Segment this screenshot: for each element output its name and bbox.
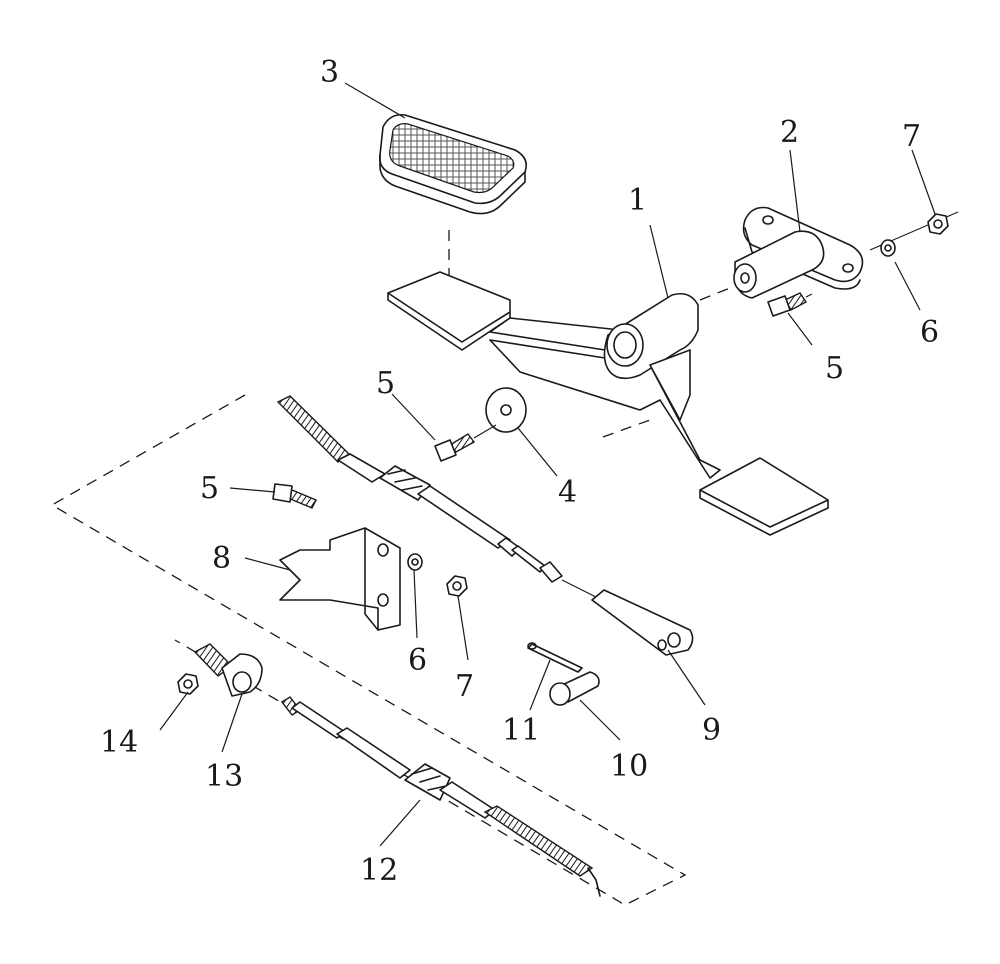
callout-9: 9 xyxy=(702,713,721,748)
callout-11: 11 xyxy=(502,713,540,748)
callout-2: 2 xyxy=(780,115,799,150)
assembly-boundary xyxy=(50,394,687,906)
bolt-5-bracket xyxy=(767,292,813,317)
callout-5-washer: 5 xyxy=(376,366,395,401)
washer-4 xyxy=(485,387,527,433)
leader-lines xyxy=(159,82,936,847)
cable-bracket xyxy=(279,527,401,631)
nut-7-right xyxy=(927,213,949,235)
callout-3: 3 xyxy=(320,55,339,90)
callout-7-box: 7 xyxy=(455,669,474,704)
cable-end-fitting xyxy=(193,643,263,697)
callout-10: 10 xyxy=(610,749,648,784)
washer-6-box xyxy=(407,553,423,571)
washer-6-right xyxy=(880,239,896,257)
cable-upper xyxy=(276,395,694,656)
clevis-pin xyxy=(549,671,600,706)
cable-lower xyxy=(280,696,601,897)
pedal-arm xyxy=(387,271,829,536)
nut-14 xyxy=(177,673,199,695)
nut-7-box xyxy=(446,575,468,597)
callout-13: 13 xyxy=(205,759,243,794)
callout-14: 14 xyxy=(100,725,138,760)
callout-5-bracket: 5 xyxy=(825,351,844,386)
callout-8: 8 xyxy=(212,541,231,576)
cotter-pin xyxy=(527,642,583,673)
callout-6-right: 6 xyxy=(920,315,939,350)
bolt-5-washer xyxy=(434,424,497,462)
bolt-5-box xyxy=(272,483,317,509)
pivot-bracket xyxy=(733,206,864,299)
pedal-pad xyxy=(378,113,528,215)
callout-7-right: 7 xyxy=(902,119,921,154)
callout-5-box: 5 xyxy=(200,471,219,506)
callouts: 1 2 3 4 5 5 5 6 6 7 7 8 9 10 11 12 13 14 xyxy=(100,55,939,888)
callout-4: 4 xyxy=(558,475,577,510)
callout-1: 1 xyxy=(628,183,647,218)
callout-12: 12 xyxy=(360,853,398,888)
callout-6-box: 6 xyxy=(408,643,427,678)
